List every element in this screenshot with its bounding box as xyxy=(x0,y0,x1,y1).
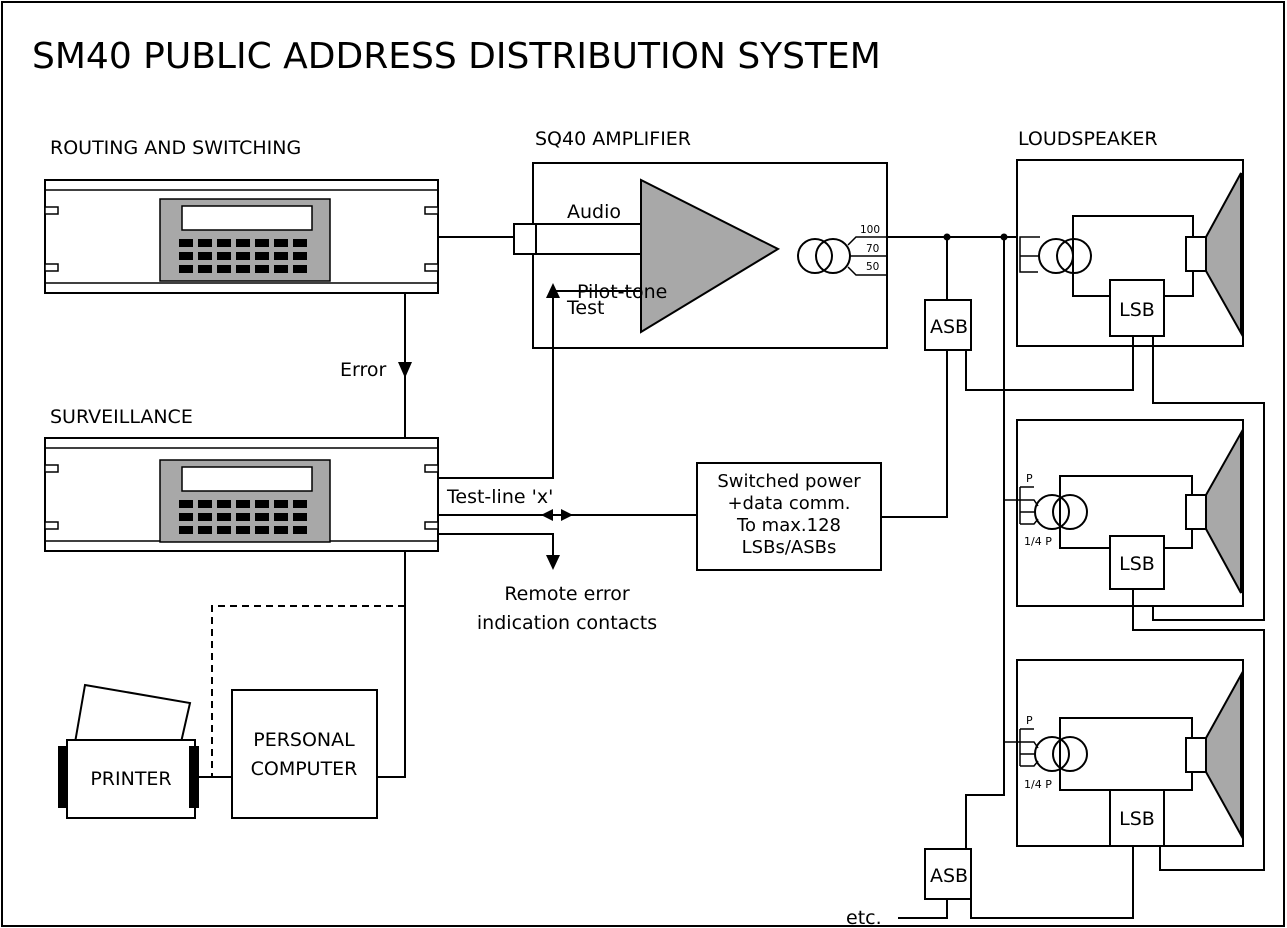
lsb-daisy-chain-line xyxy=(1132,589,1265,871)
section-label-loudspeaker: LOUDSPEAKER xyxy=(1018,128,1158,150)
switched-power-line: LSBs/ASBs xyxy=(742,537,837,558)
tap-quarter-p-label: 1/4 P xyxy=(1024,778,1052,791)
switched-power-line: +data comm. xyxy=(727,493,850,514)
loudspeaker-3: P 1/4 P LSB xyxy=(1016,659,1244,847)
etc-line xyxy=(898,899,948,919)
junction-dot xyxy=(943,233,951,241)
test-line-label: Test-line 'x' xyxy=(446,486,553,508)
asb-box: ASB xyxy=(924,299,972,351)
sq40-amplifier: Audio Test 100 70 50 xyxy=(513,162,888,349)
bidirectional-arrow-icon xyxy=(541,509,573,521)
switched-power-line: To max.128 xyxy=(736,515,841,536)
amplifier-triangle-icon xyxy=(640,178,781,334)
loudspeaker-cone-icon xyxy=(1205,429,1242,594)
loudspeaker-cone-icon xyxy=(1205,671,1242,839)
error-arrow-icon xyxy=(398,362,412,378)
asb-label: ASB xyxy=(930,316,968,338)
tap-70-label: 70 xyxy=(866,243,879,255)
personal-computer: PERSONAL COMPUTER xyxy=(231,689,378,819)
loudspeaker-1: LSB xyxy=(1016,159,1244,347)
tap-p-label: P xyxy=(1026,714,1033,727)
remote-error-label: indication contacts xyxy=(477,612,657,634)
asb-label: ASB xyxy=(930,865,968,887)
remote-error-arrow-icon xyxy=(546,555,560,570)
lsb-daisy-chain-line xyxy=(1152,336,1265,621)
printer-label: PRINTER xyxy=(90,768,171,790)
lsb-label: LSB xyxy=(1119,553,1155,575)
keypad-icon xyxy=(159,198,331,282)
tap-50-label: 50 xyxy=(866,261,879,273)
lsb-label: LSB xyxy=(1119,299,1155,321)
switched-power-box: Switched power +data comm. To max.128 LS… xyxy=(696,462,882,571)
pc-label: COMPUTER xyxy=(251,758,358,780)
section-label-surveillance: SURVEILLANCE xyxy=(50,406,193,428)
loudspeaker-2: P 1/4 P LSB xyxy=(1016,419,1244,607)
lsb-label: LSB xyxy=(1119,808,1155,830)
amplifier-test-label: Test xyxy=(566,297,604,319)
asb-bus-line xyxy=(965,336,1134,391)
asb-bus-line xyxy=(970,846,1134,919)
loudspeaker-cone-icon xyxy=(1205,172,1242,337)
amplifier-audio-label: Audio xyxy=(567,201,621,223)
switched-power-to-asb-line xyxy=(881,350,948,518)
remote-error-label: Remote error xyxy=(504,583,630,605)
pc-label: PERSONAL xyxy=(253,729,355,751)
junction-dot xyxy=(1000,233,1008,241)
switched-power-line: Switched power xyxy=(717,471,861,492)
pc-connection-line xyxy=(377,551,406,778)
page-title: SM40 PUBLIC ADDRESS DISTRIBUTION SYSTEM xyxy=(32,36,881,77)
remote-error-line xyxy=(438,533,554,555)
etc-label: etc. xyxy=(846,907,882,928)
error-label: Error xyxy=(340,359,387,381)
printer-dashed-line xyxy=(211,605,405,777)
section-label-routing: ROUTING AND SWITCHING xyxy=(50,137,301,159)
routing-switching-unit xyxy=(44,179,439,294)
speaker-line-100v xyxy=(886,236,1040,849)
tap-p-label: P xyxy=(1026,472,1033,485)
keypad-icon xyxy=(159,459,331,543)
tap-quarter-p-label: 1/4 P xyxy=(1024,535,1052,548)
pilot-tone-arrow-icon xyxy=(546,283,560,298)
surveillance-unit xyxy=(44,437,439,552)
tap-100-label: 100 xyxy=(860,224,880,236)
asb-box: ASB xyxy=(924,848,972,900)
pilot-tone-label: Pilot-tone xyxy=(577,281,667,303)
printer: PRINTER xyxy=(58,683,199,819)
test-line xyxy=(438,348,554,479)
section-label-amplifier: SQ40 AMPLIFIER xyxy=(535,128,691,150)
